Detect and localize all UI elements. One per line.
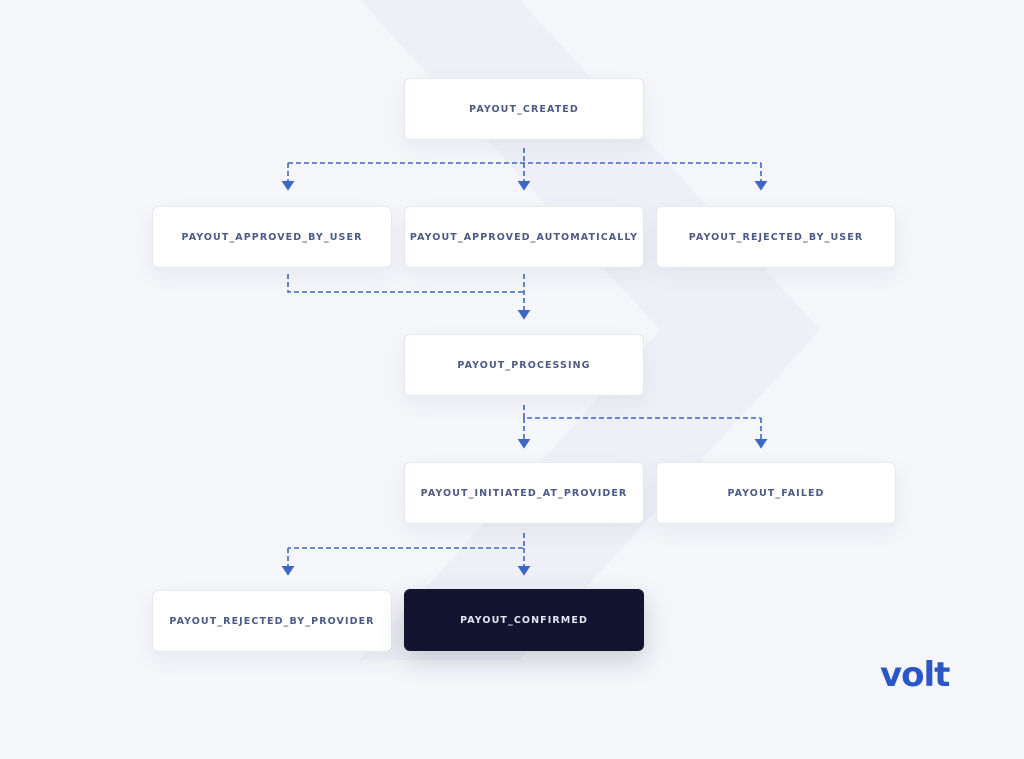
node-payout-approved-by-user: PAYOUT_APPROVED_BY_USER: [152, 206, 392, 268]
node-payout-initiated-at-provider: PAYOUT_INITIATED_AT_PROVIDER: [404, 462, 644, 524]
node-payout-confirmed: PAYOUT_CONFIRMED: [404, 589, 644, 651]
node-label: PAYOUT_APPROVED_AUTOMATICALLY: [409, 231, 639, 243]
node-payout-approved-automatically: PAYOUT_APPROVED_AUTOMATICALLY: [404, 206, 644, 268]
node-label: PAYOUT_INITIATED_AT_PROVIDER: [420, 487, 628, 499]
node-label: PAYOUT_PROCESSING: [457, 359, 591, 371]
node-payout-processing: PAYOUT_PROCESSING: [404, 334, 644, 396]
node-payout-failed: PAYOUT_FAILED: [656, 462, 896, 524]
node-label: PAYOUT_CONFIRMED: [460, 614, 588, 626]
node-payout-rejected-by-provider: PAYOUT_REJECTED_BY_PROVIDER: [152, 590, 392, 652]
node-payout-created: PAYOUT_CREATED: [404, 78, 644, 140]
node-label: PAYOUT_REJECTED_BY_USER: [688, 231, 864, 243]
node-label: PAYOUT_APPROVED_BY_USER: [181, 231, 363, 243]
volt-logo: volt: [880, 655, 950, 695]
node-label: PAYOUT_CREATED: [469, 103, 579, 115]
node-payout-rejected-by-user: PAYOUT_REJECTED_BY_USER: [656, 206, 896, 268]
node-label: PAYOUT_REJECTED_BY_PROVIDER: [169, 615, 375, 627]
node-label: PAYOUT_FAILED: [727, 487, 825, 499]
